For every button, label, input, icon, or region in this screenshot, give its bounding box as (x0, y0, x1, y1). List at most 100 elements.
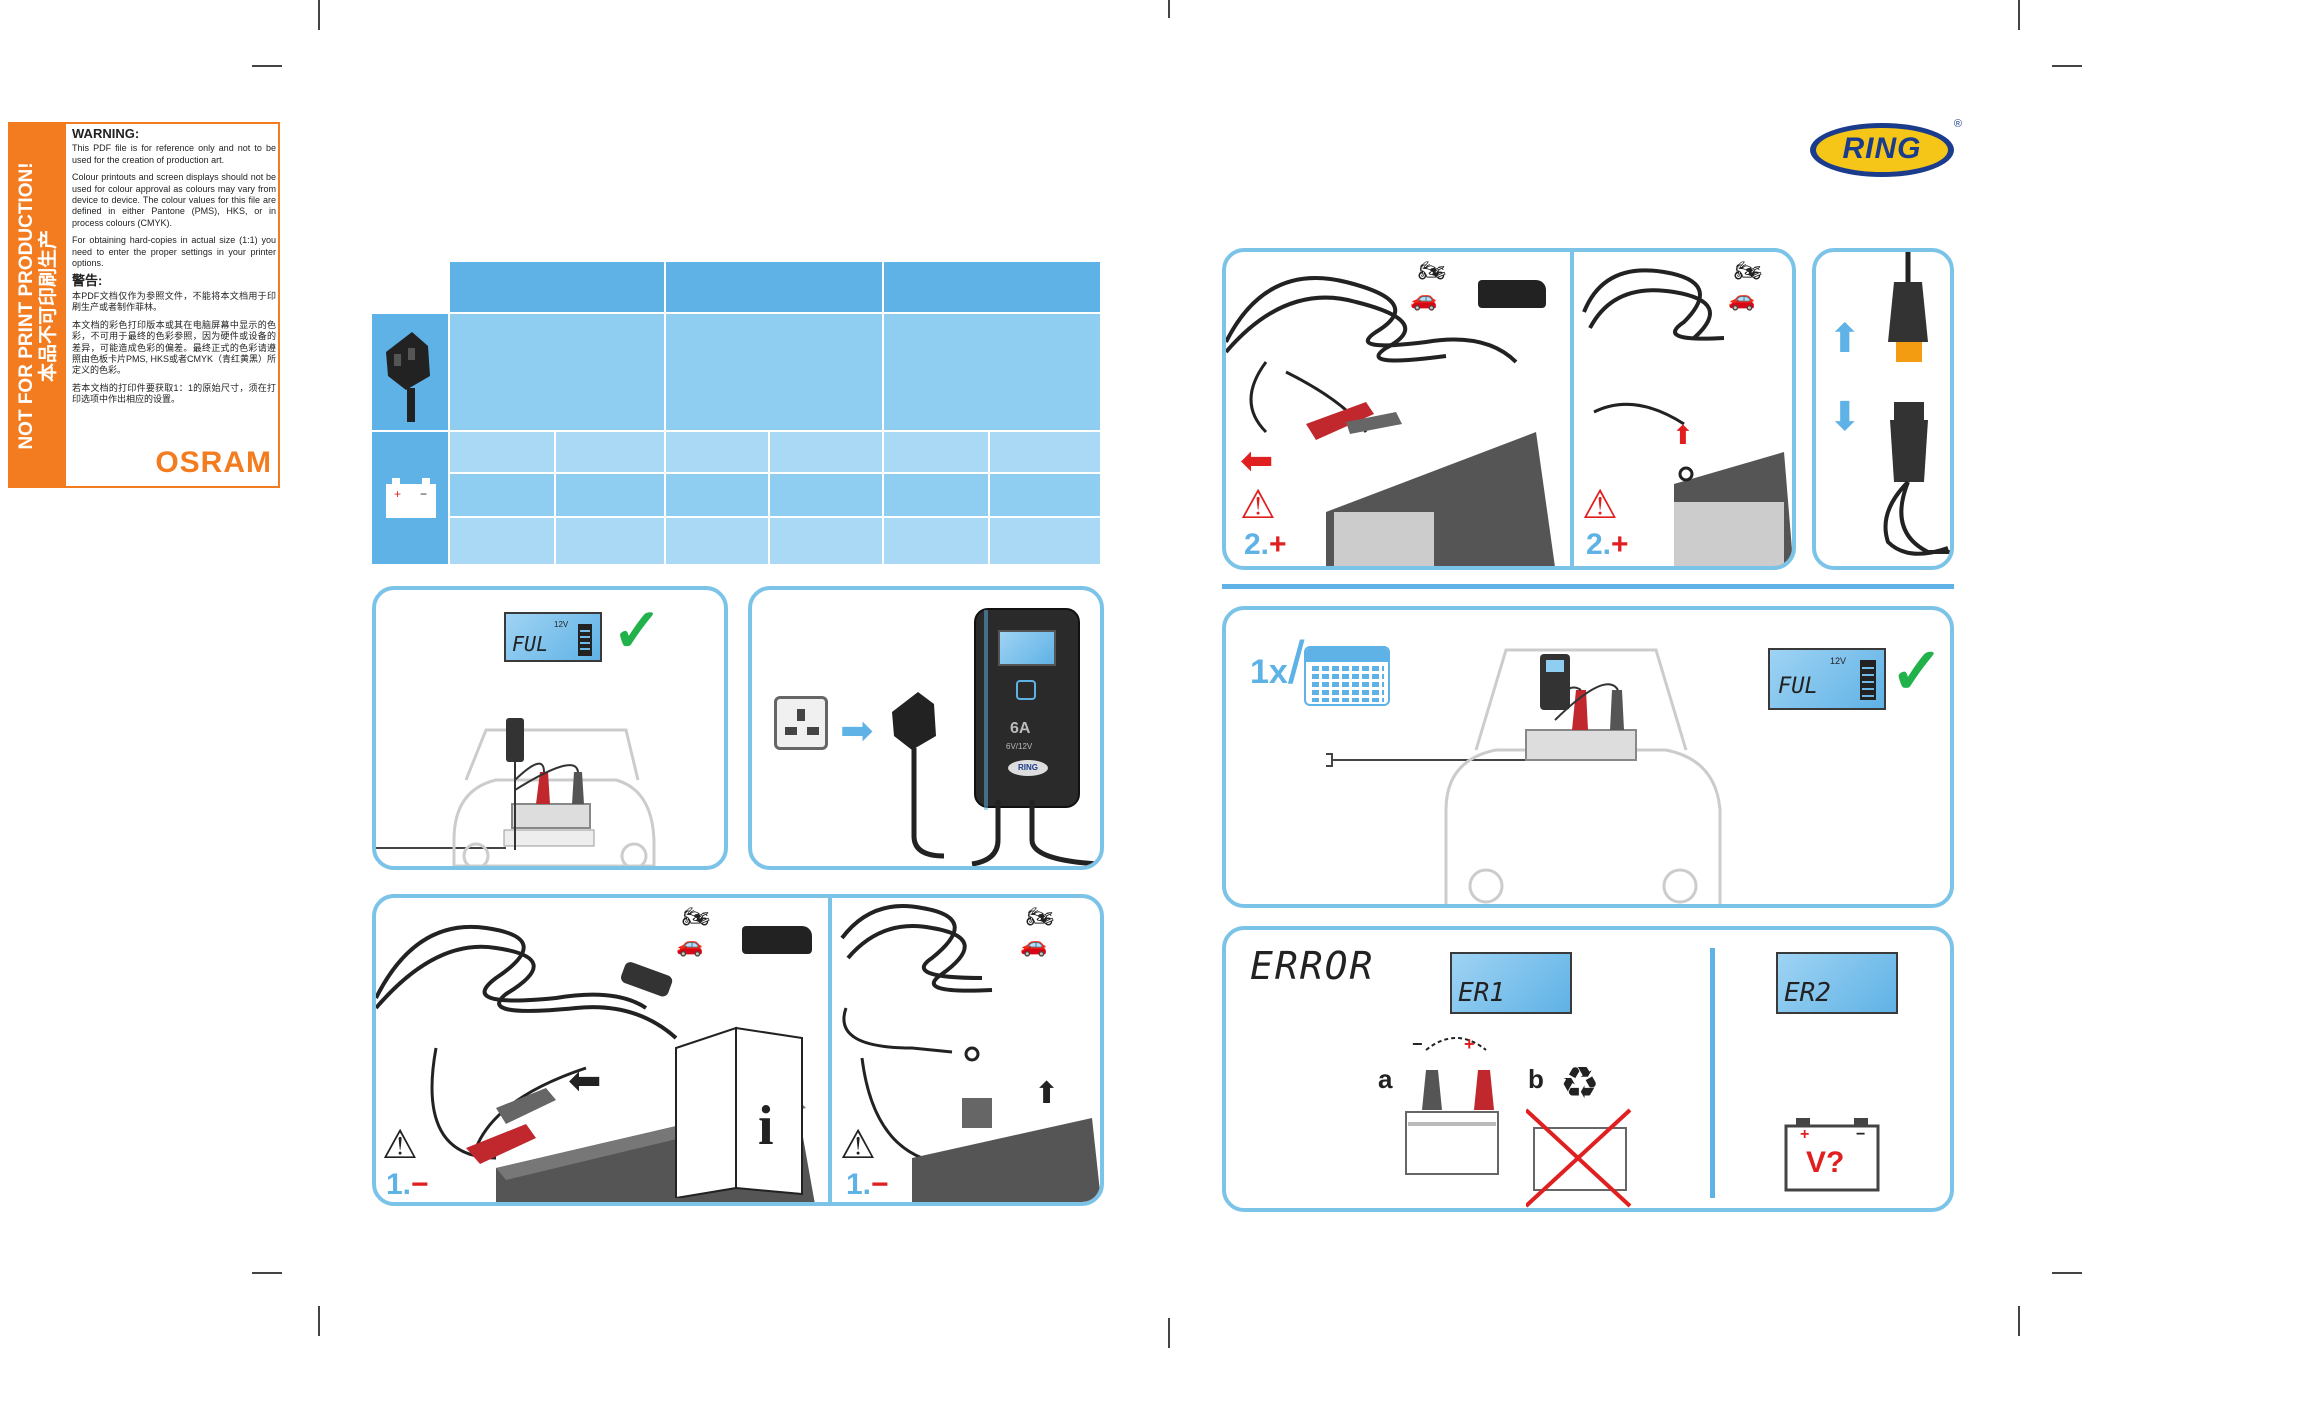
car-icon: 🚗 (1410, 286, 1438, 311)
crop-mark (252, 65, 282, 67)
warning-para: 本文档的彩色打印版本或其在电脑屏幕中显示的色彩，不可用于最终的色彩参照，因为硬件… (72, 319, 277, 376)
socket-icon (774, 696, 828, 750)
vehicle-icons: 🏍 🚗 (1726, 258, 1792, 318)
lcd-display: FUL 12V (1768, 648, 1886, 710)
battery-minus-sign: − (1856, 1126, 1866, 1143)
car-icon: 🚗 (1728, 286, 1756, 311)
crop-mark (318, 1306, 320, 1336)
lcd-display: FUL 12V (504, 612, 602, 662)
check-icon: ✓ (1890, 635, 1944, 707)
charger-brand-badge: RING (1008, 760, 1048, 776)
cable-and-clamp-illustration (1226, 276, 1555, 566)
warning-triangle-icon: ⚠ (382, 1123, 418, 1167)
crop-mark (252, 1272, 282, 1274)
section-separator (1222, 584, 1954, 589)
reversed-polarity-illustration (1405, 1037, 1499, 1175)
table-header-cell (884, 262, 1100, 312)
arrow-up-icon: ⬆ (1828, 317, 1862, 361)
warning-para: For obtaining hard-copies in actual size… (72, 235, 276, 269)
panel-step2-connect: ⬅ 🏍 🚗 ⚠ 2.+ ⬆ 🏍 🚗 ⚠ 2.+ (1222, 248, 1796, 570)
charger-screen (998, 630, 1056, 666)
car-with-charger-illustration (376, 718, 656, 866)
step-1-label: 1.− (846, 1168, 889, 1201)
side-title-en: NOT FOR PRINT PRODUCTION! (16, 162, 37, 450)
panel-maintenance-mode: 1x/ FUL 12V ✓ (1222, 606, 1954, 908)
warning-para: 若本文档的打印件要获取1：1的原始尺寸，须在打印选项中作出相应的设置。 (72, 382, 276, 405)
panel-step1-connect: ⬅ 🏍 🚗 i ⚠ 1.− ⬆ 🏍 🚗 ⚠ 1.− (372, 894, 1104, 1206)
car-icon: 🚗 (1020, 932, 1048, 957)
arrow-up-icon: ⬆ (1672, 420, 1694, 450)
panel-error-codes: ERROR ER1 a − + b ♻ ER2 + − V? (1222, 926, 1954, 1212)
minus-sign: − (1412, 1034, 1423, 1054)
charger-cables (971, 800, 1099, 866)
warning-triangle-icon: ⚠ (840, 1123, 876, 1167)
check-icon: ✓ (612, 597, 663, 664)
option-b-label: b (1528, 1064, 1544, 1094)
table-header-cell (666, 262, 884, 312)
step-1-label: 1.− (386, 1168, 429, 1201)
motorcycle-icon: 🏍 (682, 904, 710, 929)
table-row-icon-plug (372, 314, 448, 430)
battery-icon: + − (386, 478, 436, 518)
table-cell (884, 518, 990, 564)
table-cell (666, 518, 770, 564)
warning-para: This PDF file is for reference only and … (72, 143, 276, 165)
table-cell (450, 518, 556, 564)
table-cell (884, 474, 990, 518)
crop-mark (1168, 0, 1170, 18)
battery-voltage-illustration (1784, 1118, 1880, 1192)
motorcycle-icon: 🏍 (1026, 904, 1054, 929)
crop-mark (2052, 65, 2082, 67)
side-title-zh: 本品不可印刷生产 (38, 229, 59, 383)
charger-device: 6A 6V/12V RING (974, 608, 1080, 810)
arrow-up-icon: ⬆ (1034, 1077, 1060, 1110)
plug-icon (892, 692, 945, 859)
table-cell (990, 474, 1100, 518)
table-cell (450, 474, 556, 518)
table-row-icon-battery: + − (372, 432, 448, 564)
spec-table: + − (372, 262, 1100, 564)
table-cell (556, 518, 666, 564)
table-cell (770, 474, 884, 518)
crop-mark (1168, 1318, 1170, 1348)
vehicle-icons: 🏍 🚗 (1408, 258, 1568, 318)
table-header-cell (450, 262, 666, 312)
step-2-label: 2.+ (1586, 528, 1629, 561)
svg-text:+: + (394, 487, 401, 501)
error-divider (1710, 948, 1715, 1198)
recycle-icon: ♻ (1560, 1059, 1600, 1108)
connector-illustration (1883, 252, 1950, 556)
motorcycle-icon: 🏍 (1734, 258, 1762, 283)
warning-para: 本PDF文档仅作为参照文件，不能将本文档用于印刷生产或者制作菲林。 (72, 290, 276, 313)
damaged-battery-illustration (1526, 1108, 1632, 1208)
arrow-left-icon: ⬅ (568, 1059, 602, 1103)
error-title: ERROR (1250, 944, 1375, 988)
battery-level-icon (1860, 660, 1876, 700)
table-cell (770, 518, 884, 564)
info-book-icon: i (675, 1026, 803, 1198)
table-cell (556, 474, 666, 518)
table-cell (666, 314, 884, 430)
panel-quick-connector: ⬆ ⬇ (1812, 248, 1954, 570)
lcd-display-er2: ER2 (1776, 952, 1898, 1014)
mode-button[interactable] (1016, 680, 1036, 700)
svg-text:−: − (420, 487, 427, 501)
crop-mark (318, 0, 320, 30)
table-cell (450, 314, 666, 430)
print-warning-box: NOT FOR PRINT PRODUCTION! 本品不可印刷生产 WARNI… (8, 122, 280, 488)
warning-text: WARNING: This PDF file is for reference … (72, 126, 277, 412)
table-cell (884, 432, 990, 474)
plus-sign: + (1464, 1034, 1475, 1054)
warning-para: Colour printouts and screen displays sho… (72, 172, 276, 228)
warning-heading-en: WARNING: (72, 126, 140, 141)
lcd-display-er1: ER1 (1450, 952, 1572, 1014)
battery-level-icon (578, 624, 592, 656)
arrow-down-icon: ⬇ (1828, 395, 1862, 439)
table-cell (666, 432, 770, 474)
interval-label: 1x/ (1250, 629, 1305, 696)
panel-car-charging-full: FUL 12V ✓ (372, 586, 728, 870)
warning-heading-zh: 警告: (72, 273, 103, 289)
table-cell (990, 432, 1100, 474)
voltage-question: V? (1806, 1146, 1845, 1179)
step-2-label: 2.+ (1244, 528, 1287, 561)
